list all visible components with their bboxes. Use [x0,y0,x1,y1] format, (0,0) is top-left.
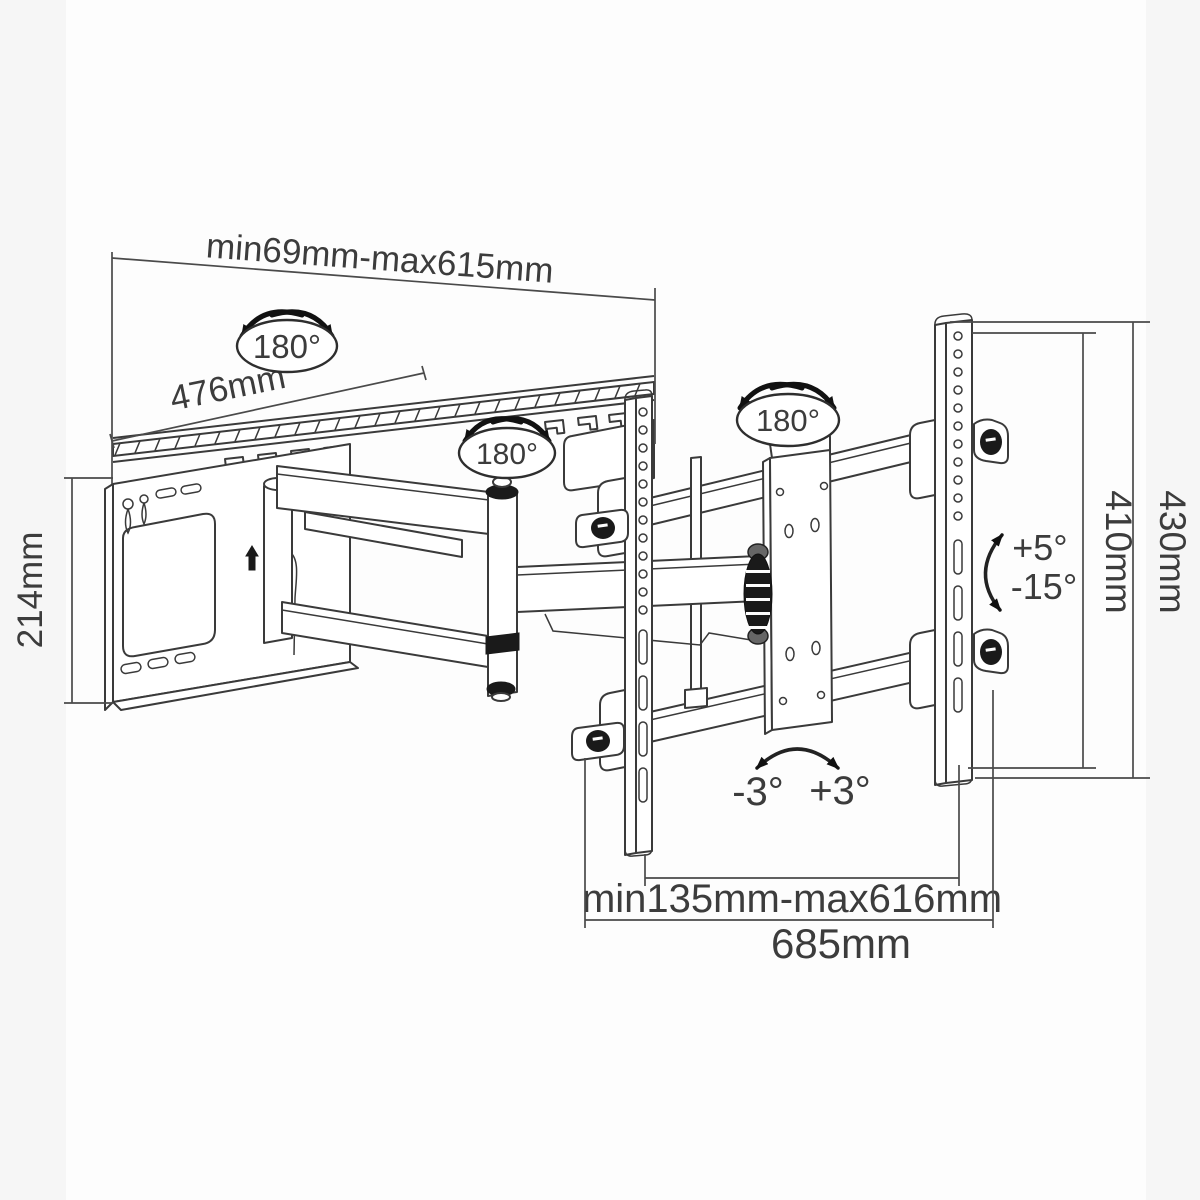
tilt-tension-knob [743,543,773,645]
wall-plate-bottom-flange [112,661,359,711]
wall-rail-top-edge [112,375,655,439]
dim-410-ticks [968,332,1096,769]
swivel-badge-head: 180° [735,381,841,448]
level-right-label: +3° [809,769,871,813]
vesa-hole [784,523,794,539]
tilt-bracket-shelf [544,613,758,646]
dim-476-line [111,372,425,442]
swivel-wall-label: 180° [253,328,321,365]
dim-135-ext-lines [644,765,960,886]
rotate-right-arrow-icon [769,381,837,411]
dim-430-ticks [950,321,1150,779]
up-arrow-icon [245,545,259,571]
swivel-badge-arm: 180° [457,416,557,480]
vesa-hole [810,517,820,533]
swivel-head-ellipse [735,392,841,448]
arm-right-pivot-post [487,491,518,697]
vesa-screw [775,487,785,497]
right-rail-top-cap [934,313,973,327]
left-rail-holes [638,407,648,615]
wall-plate-slot [155,487,177,499]
swivel-badge-wall: 180° [235,309,339,374]
tilt-upright-foot [684,687,708,709]
wall-plate-cutout [122,512,216,658]
wall-rail-hatching [114,383,641,456]
wall-plate-slot [174,651,196,665]
wall-rail-lower-edge [112,399,655,463]
wall-plate-side-edge [104,483,114,711]
swivel-arm-label: 180° [476,438,538,471]
dimension-wall-plate-height: 214mm [11,477,113,704]
vesa-screw [778,696,788,706]
articulating-arm [263,456,759,709]
swivel-wall-ellipse [235,318,339,374]
left-tv-rail [571,389,653,857]
wall-plate-slot [120,661,142,675]
right-rail-upper-knob [973,418,1009,465]
vesa-hole [811,640,821,656]
tilt-down-label: -15° [1011,566,1077,607]
right-rail-lower-knob [973,628,1009,675]
dim-ext-measure-line [111,257,656,301]
page-edge-right [1146,0,1200,1200]
arm-inner-link [304,511,463,558]
dimension-bracket-total-width: 685mm [584,690,994,967]
bracket-width-range-label: min135mm-max616mm [582,877,1002,921]
vesa-screw [816,690,826,700]
right-tv-rail [909,313,1009,787]
swivel-head-label: 180° [756,403,820,438]
left-rail-bottom-cap [624,847,653,857]
dimension-rail-outer-height: 430mm [950,321,1193,779]
left-rail-side-face [624,397,637,856]
vesa-hole [785,646,795,662]
tilt-arc-icon [983,533,1004,612]
left-rail-lower-knob [571,721,625,762]
arm-lower-link-edge [281,609,489,645]
arm-pivot-foot-pad [491,692,511,702]
left-rail-top-cap [624,389,653,402]
arm-upper-link-edge [276,473,490,501]
rail-outer-height-label: 430mm [1152,490,1193,613]
left-rail-slots [638,629,648,803]
level-annotation: -3° +3° [732,747,871,814]
dimension-bracket-width-range: min135mm-max616mm [582,765,1002,921]
right-rail-upper-bracket [909,419,936,500]
dim-476-ticks [109,365,427,449]
tilt-annotation: +5° -15° [983,527,1077,612]
tilt-up-label: +5° [1012,527,1067,568]
vesa-screw [819,481,829,491]
wall-plate-keyhole [122,494,149,535]
right-rail-side-face [934,322,947,786]
right-rail-bottom-cap [934,776,973,787]
level-arc-icon [755,747,840,770]
vesa-plate [743,429,833,735]
right-rail-lower-bracket [909,629,936,710]
rotate-right-arrow-icon [490,416,552,444]
page-edge-left [0,0,66,1200]
wall-plate-height-label: 214mm [11,532,50,649]
right-rail-holes [953,331,963,521]
left-rail-upper-knob [575,508,629,549]
dim-685-ext-lines [584,690,994,928]
bracket-total-width-label: 685mm [771,920,911,967]
extension-range-label: min69mm-max615mm [205,226,555,290]
level-left-label: -3° [732,770,784,814]
wall-plate-slot [180,483,202,495]
right-rail-slots [953,539,963,713]
wall-plate-slot [147,656,169,670]
arm-pivot-band [485,632,520,655]
swivel-arm-ellipse [457,426,557,480]
